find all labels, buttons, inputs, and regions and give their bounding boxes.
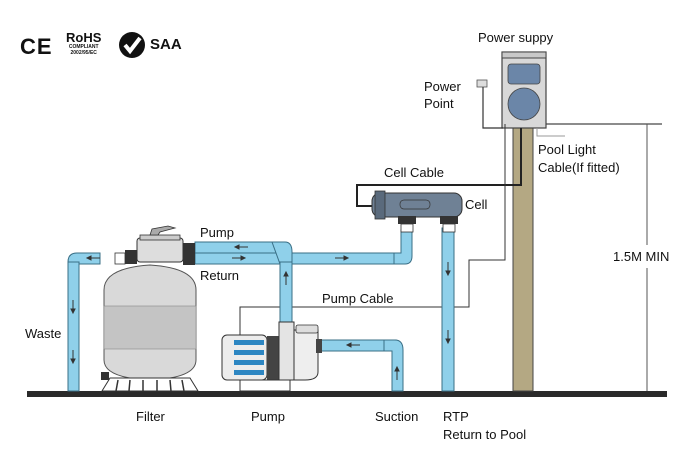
suction-elbow <box>383 339 404 392</box>
cell-cable <box>356 128 522 207</box>
pipe-elbow <box>271 241 293 265</box>
cell-cable-label: Cell Cable <box>384 165 444 180</box>
return-pipe-label: Return <box>200 268 240 283</box>
ground-line <box>27 391 667 397</box>
pool-pump <box>221 321 322 392</box>
flow-arrows <box>70 244 451 380</box>
waste-pipe <box>67 252 101 392</box>
suction-label: Suction <box>375 409 419 424</box>
rohs-directive: 2002/95/EC <box>70 50 97 56</box>
ce-mark: CE <box>20 34 53 59</box>
power-point-label-line2: Point <box>424 96 454 111</box>
sand-filter <box>101 225 199 392</box>
rtp-label: RTP <box>443 409 469 424</box>
pump-label: Pump <box>251 409 285 424</box>
saa-mark: SAA <box>150 36 182 53</box>
rohs-compliant: COMPLIANT <box>68 44 99 50</box>
power-point-icon <box>476 79 488 88</box>
power-supply-unit <box>501 51 547 129</box>
rohs-title: RoHS <box>66 30 102 45</box>
pump-cable-label: Pump Cable <box>322 291 394 306</box>
chlorinator-cell <box>371 190 463 233</box>
power-point-cable <box>482 87 503 129</box>
rohs-mark: RoHS COMPLIANT 2002/95/EC <box>66 31 101 56</box>
filter-label: Filter <box>136 409 165 424</box>
pool-light-label-line2: Cable(If fitted) <box>538 160 620 175</box>
waste-label: Waste <box>25 326 62 341</box>
pool-light-label-line1: Pool Light <box>538 142 596 157</box>
pump-pipe-label: Pump <box>200 225 234 240</box>
mounting-post <box>512 123 534 392</box>
rtp-pipe <box>441 227 455 392</box>
height-min-label: 1.5M MIN <box>613 249 670 264</box>
saa-check-icon <box>119 32 145 58</box>
pump-cable-line <box>239 124 506 337</box>
return-to-pool-label: Return to Pool <box>443 427 527 442</box>
power-supply-label: Power suppy <box>478 30 554 45</box>
cell-label: Cell <box>465 197 488 212</box>
return-pipe <box>194 252 406 265</box>
cell-inlet-elbow <box>393 229 413 265</box>
power-point-label-line1: Power <box>424 79 461 94</box>
pool-light-cable <box>536 128 565 137</box>
